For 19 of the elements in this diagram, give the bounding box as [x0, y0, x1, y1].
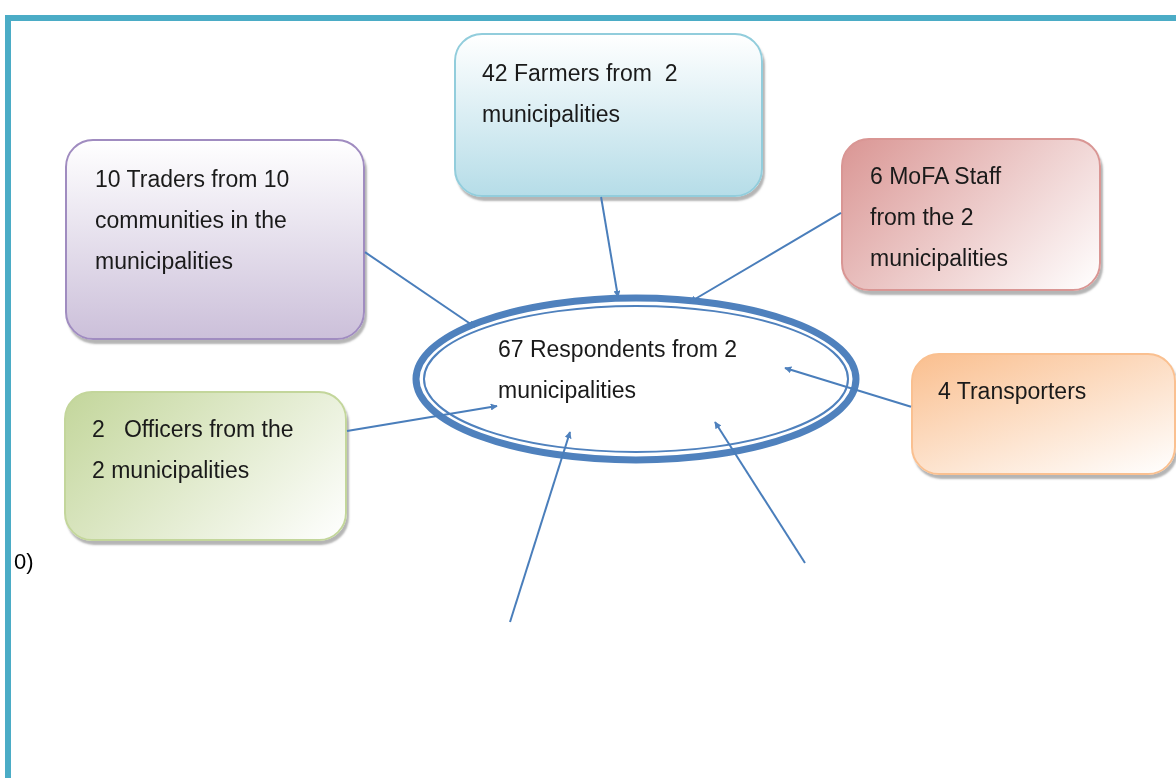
arrow [346, 403, 498, 433]
clipped-text: 0) [14, 549, 34, 575]
arrow [600, 196, 621, 298]
ellipse-node [412, 294, 860, 464]
node-text: 2 Officers from the 2 municipalities [92, 415, 295, 485]
node-text: 10 Traders from 10 communities in the municipalities [95, 165, 291, 276]
arrow [784, 366, 912, 408]
node-text: 6 MoFA Staff from the 2 municipalities [870, 162, 1010, 273]
arrow [364, 251, 476, 328]
arrow [714, 421, 806, 564]
rounded-box [64, 391, 347, 541]
node-text: 67 Respondents from 2 municipalities [498, 335, 739, 405]
arrow [509, 431, 572, 623]
node-text: 4 Transporters [938, 377, 1088, 406]
rounded-box [454, 33, 763, 197]
node-text: 42 Farmers from 2 municipalities [482, 59, 679, 129]
rounded-box [65, 139, 365, 340]
rounded-box [911, 353, 1176, 475]
rounded-box [841, 138, 1101, 291]
